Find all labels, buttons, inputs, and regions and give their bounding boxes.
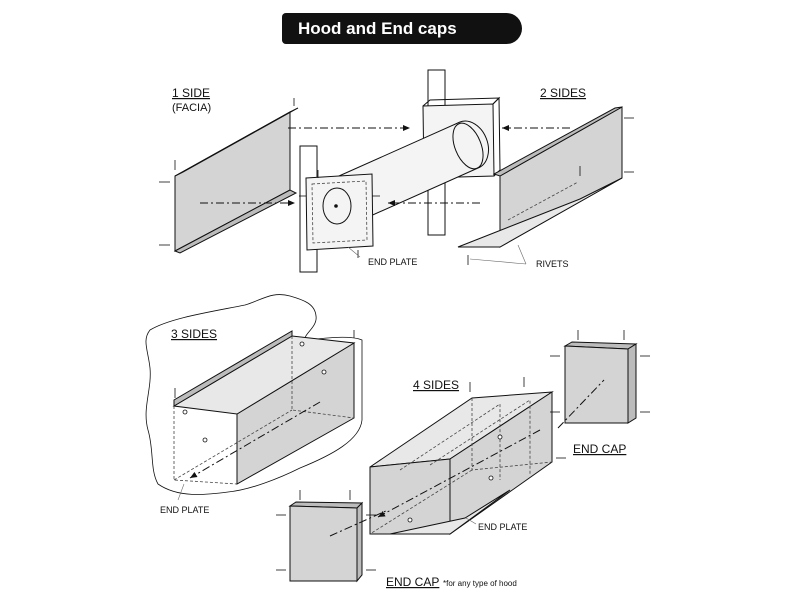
label-end-cap-bottom: END CAP bbox=[386, 575, 439, 589]
label-two-sides: 2 SIDES bbox=[540, 86, 586, 100]
label-one-side: 1 SIDE bbox=[172, 86, 210, 100]
label-three-sides: 3 SIDES bbox=[171, 327, 217, 341]
label-end-cap-right: END CAP bbox=[573, 442, 626, 456]
label-four-sides: 4 SIDES bbox=[413, 378, 459, 392]
label-end-plate-top: END PLATE bbox=[368, 257, 417, 267]
label-end-plate-left: END PLATE bbox=[160, 505, 209, 515]
three-sides-assembly: 3 SIDES END PLATE bbox=[145, 294, 363, 515]
title-banner: Hood and End caps bbox=[282, 13, 522, 44]
label-end-plate-bottom: END PLATE bbox=[478, 522, 527, 532]
end-cap-note: *for any type of hood bbox=[443, 579, 517, 588]
two-sides-panel bbox=[457, 106, 634, 265]
facia-panel bbox=[159, 98, 299, 254]
four-sides-assembly: 4 SIDES END PLATE bbox=[369, 377, 566, 535]
top-assembly: 1 SIDE (FACIA) 2 SIDES END PLATE RIVETS bbox=[159, 69, 634, 273]
end-cap-right: END CAP bbox=[550, 330, 650, 456]
front-end-plate bbox=[299, 170, 380, 258]
label-rivets: RIVETS bbox=[536, 259, 569, 269]
label-one-side-sub: (FACIA) bbox=[172, 102, 211, 114]
end-cap-bottom: END CAP *for any type of hood bbox=[276, 490, 517, 589]
